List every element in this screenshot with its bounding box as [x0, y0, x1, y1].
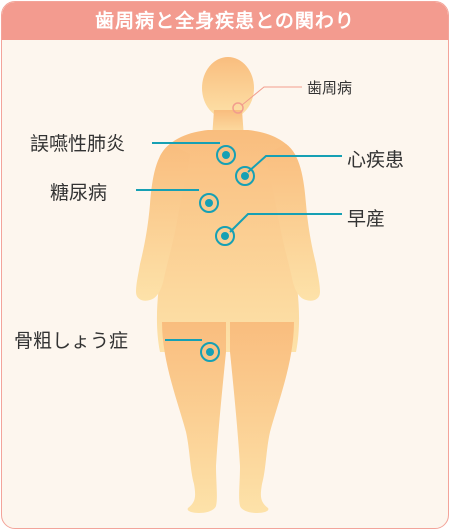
- marker-pneumonia: [216, 145, 236, 165]
- marker-osteoporosis: [200, 342, 220, 362]
- heart-leader-line: [247, 155, 342, 173]
- label-periodontal: 歯周病: [307, 79, 353, 97]
- premature-leader-line: [229, 213, 342, 233]
- label-premature-birth: 早産: [347, 208, 386, 230]
- marker-diabetes: [199, 193, 219, 213]
- marker-premature: [215, 226, 235, 246]
- mouth-marker: [232, 86, 302, 114]
- title-bar: 歯周病と全身疾患との関わり: [2, 2, 448, 40]
- human-silhouette: [136, 57, 320, 513]
- page-title: 歯周病と全身疾患との関わり: [95, 10, 355, 32]
- label-heart-disease: 心疾患: [347, 149, 405, 171]
- marker-heart: [235, 166, 255, 186]
- label-pneumonia: 誤嚥性肺炎: [30, 133, 126, 155]
- label-diabetes: 糖尿病: [50, 182, 108, 204]
- label-osteoporosis: 骨粗しょう症: [14, 330, 129, 352]
